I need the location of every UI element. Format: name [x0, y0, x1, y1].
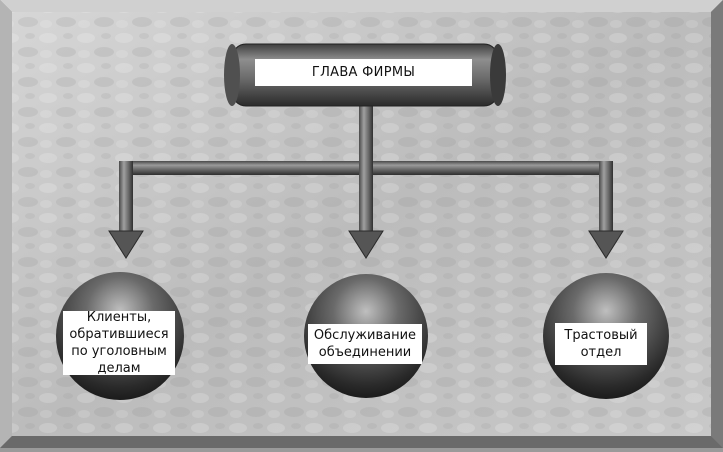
node-label-service: Обслуживание объединении	[308, 324, 422, 364]
arrow-down-icon	[588, 230, 624, 259]
connector-lines	[108, 103, 624, 259]
arrow-down-icon	[108, 230, 144, 259]
head-title: ГЛАВА ФИРМЫ	[255, 59, 472, 86]
node-label-clients: Клиенты, обратившиеся по уголовным делам	[63, 310, 175, 376]
arrow-down-icon	[348, 230, 384, 259]
node-label-trust: Трастовый отдел	[555, 323, 647, 365]
